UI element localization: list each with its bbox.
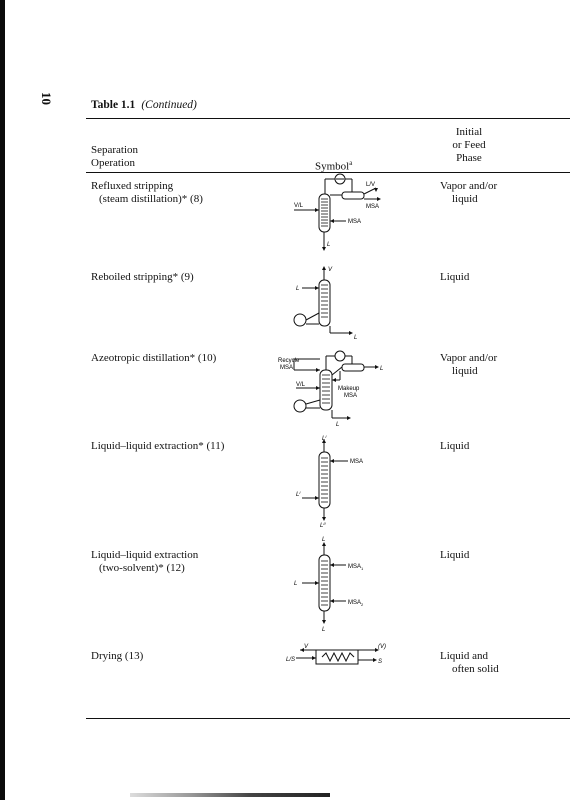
- condenser-icon: [334, 350, 346, 362]
- label-l-top: L: [322, 537, 325, 543]
- heater-coil-icon: [321, 651, 355, 663]
- header-phase: Initial or Feed Phase: [452, 126, 486, 164]
- operation-name: Liquid–liquid extraction* (11): [91, 440, 225, 452]
- page-number: 10: [39, 92, 54, 105]
- label-msa1: MSA1: [348, 564, 364, 571]
- operation-name: Reboiled stripping* (9): [91, 271, 194, 283]
- column-icon: [318, 554, 331, 612]
- header-symbol-footnote: a: [349, 159, 353, 167]
- label-l-top: L: [380, 366, 383, 372]
- feed-phase: Liquid: [440, 440, 470, 452]
- label-l-bottom: LII: [320, 521, 326, 529]
- drying-symbol: V L/S (V) S: [286, 644, 386, 665]
- column-icon: [318, 279, 331, 327]
- label-msa2: MSA2: [348, 600, 364, 607]
- label-ls: L/S: [286, 657, 295, 663]
- label-vl: V/L: [294, 203, 304, 209]
- dryer-icon: [315, 649, 359, 665]
- table-title: Table 1.1 (Continued): [91, 99, 197, 111]
- label-recycle: Recycle: [278, 358, 300, 364]
- reflux-drum-icon: [341, 191, 365, 200]
- label-v: V: [328, 267, 333, 273]
- header-operation: Separation Operation: [91, 144, 139, 169]
- liquid-liquid-extraction-symbol: LI MSA LI LII: [296, 434, 363, 529]
- table-label: Table 1.1: [91, 99, 136, 111]
- label-makeup: Makeup: [338, 386, 360, 392]
- refluxed-stripping-symbol: L/V V/L MSA MSA L: [294, 173, 381, 251]
- bottom-rule: [86, 718, 570, 719]
- feed-phase: Liquid: [440, 549, 470, 561]
- feed-phase: Liquid: [440, 271, 470, 283]
- feed-phase: Liquid and often solid: [440, 650, 499, 675]
- label-msa-drum: MSA: [366, 204, 379, 210]
- decanter-icon: [341, 363, 365, 372]
- label-l-in: L: [294, 581, 297, 587]
- label-l-top: LI: [322, 434, 327, 442]
- label-l-in: L: [296, 286, 299, 292]
- azeotropic-distillation-symbol: Recycle MSA L V/L Makeup MSA L: [278, 350, 383, 428]
- reboiled-stripping-symbol: V L L: [293, 266, 357, 341]
- label-v-out: (V): [378, 644, 386, 650]
- feed-phase: Vapor and/or liquid: [440, 352, 498, 377]
- reboiler-icon: [293, 399, 307, 413]
- operation-name: Drying (13): [91, 650, 144, 662]
- label-l-in: LI: [296, 490, 301, 498]
- label-l-out: L: [354, 335, 357, 341]
- label-makeup-msa: MSA: [344, 393, 357, 399]
- header-symbol: Symbola: [315, 159, 353, 173]
- label-s: S: [378, 659, 382, 665]
- label-lv: L/V: [366, 182, 375, 188]
- scan-artifact: [130, 793, 330, 797]
- column-icon: [318, 451, 331, 509]
- label-l-bottom: L: [336, 422, 339, 428]
- two-solvent-extraction-symbol: L MSA1 L MSA2 L: [294, 537, 364, 633]
- operation-name: Liquid–liquid extraction (two-solvent)* …: [91, 549, 199, 574]
- column-icon: [319, 369, 333, 411]
- label-msa-column: MSA: [348, 219, 361, 225]
- label-vl: V/L: [296, 382, 306, 388]
- label-l-bottom: L: [322, 627, 325, 633]
- top-rule: [86, 118, 570, 119]
- header-rule: [86, 172, 570, 173]
- operation-name: Azeotropic distillation* (10): [91, 352, 217, 364]
- label-recycle-msa: MSA: [280, 365, 293, 371]
- scan-edge-bar: [0, 0, 5, 800]
- label-l: L: [327, 242, 330, 248]
- feed-phase: Vapor and/or liquid: [440, 180, 498, 205]
- operation-name: Refluxed stripping (steam distillation)*…: [91, 180, 203, 205]
- table-continued: (Continued): [141, 99, 197, 111]
- label-v: V: [304, 644, 309, 650]
- reboiler-icon: [293, 313, 307, 327]
- label-msa: MSA: [350, 459, 363, 465]
